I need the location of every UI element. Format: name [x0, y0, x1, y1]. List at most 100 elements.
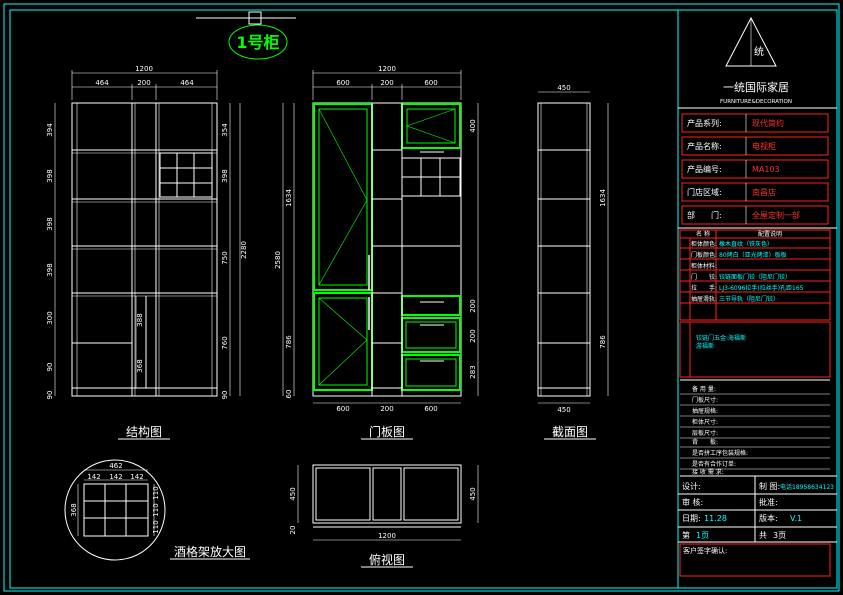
field-2: 门板尺寸:	[692, 396, 718, 404]
shelf-dim-total: 462	[109, 462, 122, 470]
field-8: 是否有合作订单:	[692, 460, 736, 468]
struct-dim-inner-1: 388	[136, 313, 144, 326]
outer-frame	[3, 3, 840, 592]
fields-frame	[680, 379, 837, 477]
struct-dim-left-5: 300	[46, 311, 54, 324]
plan-view	[297, 464, 479, 541]
config-row-5-value: LJ3-6096拉手(拉丝手)孔距165	[719, 284, 804, 292]
signoff-frame	[678, 476, 837, 577]
version-value: V.1	[790, 514, 802, 523]
struct-dim-left-7: 90	[46, 391, 54, 400]
config-row-4-value: 铰链面板门铰（阻尼门铰）	[719, 273, 791, 281]
plan-dim-depth-right: 450	[469, 487, 477, 500]
struct-dim-right-3: 750	[221, 251, 229, 264]
struct-dim-right-4: 760	[221, 336, 229, 349]
door-dim-right-3: 200	[469, 329, 477, 342]
struct-dim-right-1: 354	[221, 123, 229, 137]
shelf-dim-right-3: 110	[152, 520, 160, 533]
plan-dim-width: 1200	[378, 532, 396, 540]
plan-dim-depth-left: 450	[289, 487, 297, 500]
field-7: 是否拼工序包装规格:	[692, 449, 748, 457]
struct-dim-total: 1200	[135, 65, 153, 73]
section-dim-right-1: 1634	[599, 189, 607, 207]
door-dim-right-1: 400	[469, 119, 477, 132]
section-dim-right-2: 786	[599, 335, 607, 349]
series-value: 现代简约	[752, 118, 784, 128]
store-value: 南昌店	[752, 187, 776, 197]
shelf-dim-right-1: 110	[152, 486, 160, 499]
approve-label: 批准:	[759, 497, 778, 507]
structure-view	[54, 70, 241, 397]
door-title: 门板图	[369, 424, 405, 439]
struct-dim-left-2: 398	[46, 169, 54, 182]
door-dim-right-2: 200	[469, 299, 477, 312]
drawing-label: 制 图:	[759, 481, 780, 491]
struct-dim-top-3: 464	[180, 79, 194, 87]
door-dim-left-1: 1634	[285, 189, 293, 207]
section-view	[537, 91, 609, 404]
struct-dim-left-6: 90	[46, 363, 54, 372]
series-label: 产品系列:	[687, 118, 722, 128]
shelf-detail-view	[64, 459, 166, 561]
config-row-1-value: 橡木直纹（铁灰色）	[719, 240, 773, 248]
config-row-4-label: 门 铰:	[691, 273, 717, 281]
door-dim-total: 1200	[378, 65, 396, 73]
door-dim-height: 2580	[274, 251, 282, 269]
total-label: 共	[759, 531, 767, 540]
struct-dim-right-5: 90	[221, 391, 229, 400]
code-label: 产品编号:	[687, 164, 722, 174]
section-dim-top: 450	[557, 84, 570, 92]
shelf-dim-left: 368	[70, 503, 78, 516]
field-6: 背 板:	[692, 438, 718, 446]
door-dim-bottom-1: 600	[336, 405, 349, 413]
door-dim-top-1: 600	[336, 79, 349, 87]
dept-label: 部 门:	[687, 210, 722, 220]
config-row-3-label: 柜体材料:	[691, 262, 717, 270]
door-dim-top-2: 200	[380, 79, 393, 87]
cabinet-badge: 1号柜	[236, 33, 279, 52]
date-label: 日期:	[682, 514, 701, 523]
brand-name-en: FURNITURE&DECORATION	[720, 99, 792, 105]
door-dim-left-2: 786	[285, 335, 293, 349]
shelf-title: 酒格架放大图	[174, 544, 246, 559]
designer-label: 设计:	[682, 481, 701, 491]
brand-logo	[725, 16, 777, 67]
inner-frame	[9, 9, 838, 589]
version-label: 版本:	[759, 513, 778, 523]
hardware-note: 铰链门五金:海福斯游福斯	[696, 334, 746, 350]
shelf-dim-top-1: 142	[87, 473, 100, 481]
date-value: 11.28	[704, 514, 727, 523]
struct-dim-top-1: 464	[95, 79, 109, 87]
door-dim-bottom-2: 200	[380, 405, 393, 413]
config-row-2-value: 80烤白（亚光烤漆）板板	[719, 251, 787, 259]
page-label: 第	[682, 530, 690, 540]
field-3: 抽屉规格:	[692, 407, 718, 415]
cabinet-badge-ellipse	[228, 24, 288, 60]
customer-label: 客户签字确认:	[683, 546, 727, 555]
config-header-desc: 配置说明	[758, 230, 782, 238]
store-label: 门店区域:	[687, 187, 722, 197]
config-header-name: 名 称	[696, 230, 710, 238]
door-dim-bottom-3: 600	[424, 405, 437, 413]
brand-name-cn: 一统国际家居	[723, 80, 789, 94]
struct-dim-top-2: 200	[137, 79, 150, 87]
struct-dim-left-4: 398	[46, 263, 54, 276]
field-9: 接 收 需 求:	[692, 468, 724, 476]
shelf-dim-right-2: 110	[152, 503, 160, 516]
field-1: 备 用 量:	[692, 385, 716, 393]
plan-title: 俯视图	[369, 552, 405, 567]
structure-title: 结构图	[126, 424, 162, 439]
drawing-value: 电话18958634123	[780, 483, 834, 491]
field-4: 柜体尺寸:	[692, 418, 718, 426]
plan-dim-base: 20	[289, 526, 297, 535]
dept-value: 全屋定制一部	[752, 210, 800, 220]
door-dim-left-3: 60	[285, 390, 293, 399]
section-dim-bottom: 450	[557, 406, 570, 414]
struct-dim-left-3: 398	[46, 217, 54, 230]
config-row-6-value: 三节导轨（阻尼门铰）	[719, 295, 779, 303]
door-dim-right-4: 283	[469, 365, 477, 378]
config-row-6-label: 抽屉滑轨:	[691, 295, 717, 303]
door-dim-top-3: 600	[424, 79, 437, 87]
name-value: 电视柜	[752, 141, 776, 151]
